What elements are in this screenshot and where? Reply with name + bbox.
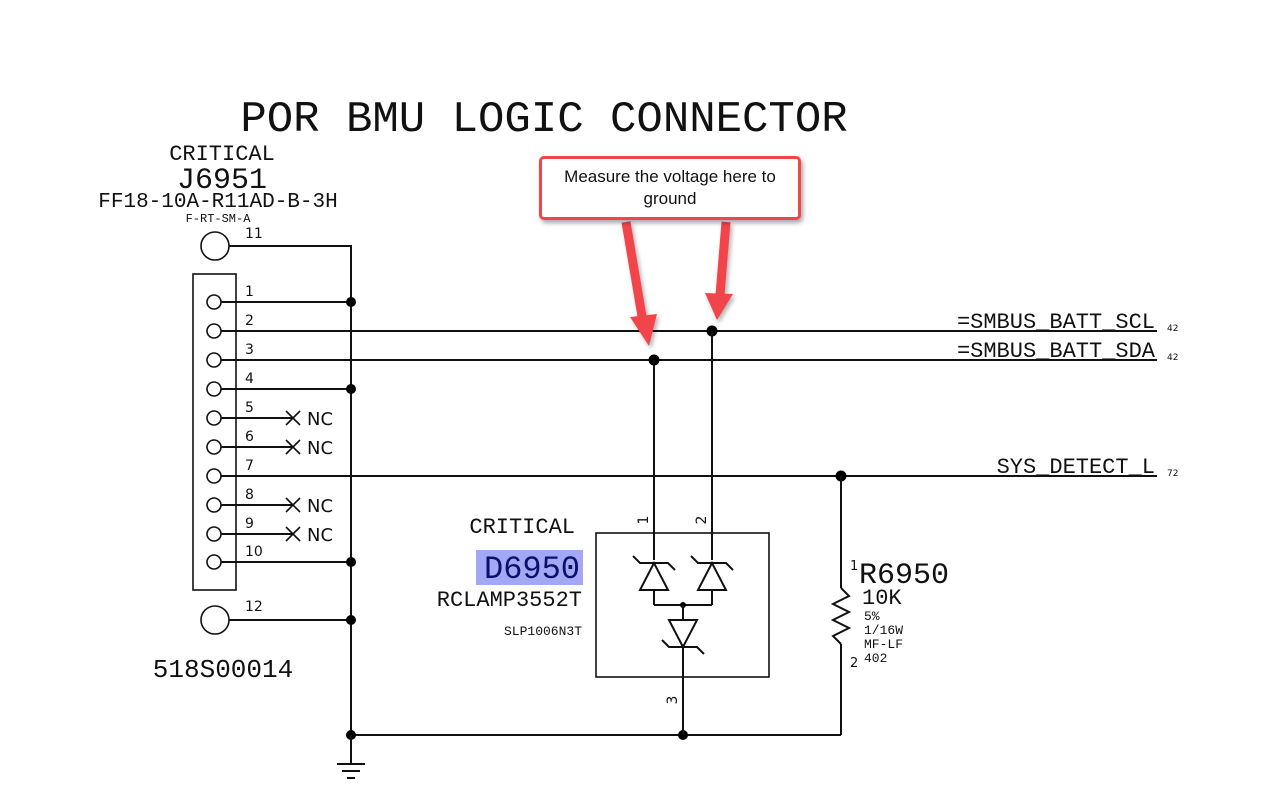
- net-label-smbus-batt-sda: =SMBUS_BATT_SDA: [957, 339, 1156, 364]
- nc-label: NC: [307, 496, 333, 517]
- shield-pin-11-number: 11: [245, 226, 263, 242]
- pin-number: 4: [245, 371, 254, 387]
- tvs-diode-2-icon: [690, 555, 734, 605]
- diode-critical-label: CRITICAL: [469, 515, 575, 540]
- callout-arrow-scl-icon: [705, 221, 733, 320]
- pin-number: 10: [245, 544, 263, 560]
- pin-number: 9: [245, 516, 254, 532]
- diode-part-number: RCLAMP3552T: [437, 588, 582, 613]
- resistor-pin-1: 1: [850, 559, 858, 574]
- diode-package: SLP1006N3T: [504, 624, 582, 639]
- shield-pin-12-pad: [200, 605, 230, 635]
- pin-pad: [206, 352, 222, 368]
- diode-pin-3-number: 3: [665, 696, 681, 705]
- resistor-power: 1/16W: [864, 623, 903, 638]
- net-page-ref-sda: 42: [1167, 353, 1178, 363]
- junction-dot: [346, 557, 356, 567]
- pin-pad: [206, 554, 222, 570]
- no-connect-x-icon: [285, 497, 301, 513]
- no-connect-x-icon: [285, 439, 301, 455]
- pin-number: 1: [245, 284, 254, 300]
- ground-symbol-icon: [337, 763, 365, 779]
- resistor-zigzag-icon: [830, 587, 852, 645]
- resistor-type: MF-LF: [864, 637, 903, 652]
- measurement-callout: Measure the voltage here to ground: [539, 156, 801, 220]
- pin-pad: [206, 468, 222, 484]
- pin-number: 5: [245, 400, 254, 416]
- net-label-sys-detect-l: SYS_DETECT_L: [997, 455, 1155, 480]
- pin-pad: [206, 497, 222, 513]
- net-page-ref-scl: 42: [1167, 324, 1178, 334]
- connector-footprint: F-RT-SM-A: [186, 212, 252, 226]
- pin-number: 3: [245, 342, 254, 358]
- nc-label: NC: [307, 409, 333, 430]
- schematic-title: POR BMU LOGIC CONNECTOR: [240, 95, 847, 145]
- pin-number: 7: [245, 458, 254, 474]
- pin-pad: [206, 294, 222, 310]
- pin-pad: [206, 526, 222, 542]
- tvs-diode-1-icon: [632, 555, 676, 605]
- resistor-tolerance: 5%: [864, 609, 880, 624]
- connector-refdes: J6951: [177, 164, 267, 198]
- pin-pad: [206, 381, 222, 397]
- resistor-refdes: R6950: [859, 559, 949, 593]
- net-page-ref-sys-detect: 72: [1167, 469, 1178, 479]
- pin-pad: [206, 439, 222, 455]
- pin-pad: [206, 410, 222, 426]
- no-connect-x-icon: [285, 526, 301, 542]
- pin-number: 8: [245, 487, 254, 503]
- resistor-size: 402: [864, 651, 887, 666]
- shield-pin-11-pad: [200, 231, 230, 261]
- net-label-smbus-batt-scl: =SMBUS_BATT_SCL: [957, 310, 1155, 335]
- ground-bus-wire: [229, 245, 352, 735]
- no-connect-x-icon: [285, 410, 301, 426]
- resistor-pin-2: 2: [850, 656, 858, 671]
- shield-pin-12-number: 12: [245, 599, 263, 615]
- diode-refdes-highlight: [476, 550, 583, 585]
- connector-critical-label: CRITICAL: [169, 142, 275, 167]
- diode-refdes: D6950: [484, 551, 580, 588]
- connector-body: [192, 273, 237, 591]
- diode-pin-2-number: 2: [694, 516, 710, 525]
- pin-number: 6: [245, 429, 254, 445]
- resistor-value: 10K: [862, 586, 902, 611]
- connector-apn: 518S00014: [153, 655, 293, 685]
- junction-dot: [346, 297, 356, 307]
- callout-arrow-sda-icon: [621, 221, 657, 346]
- tvs-diode-3-icon: [661, 605, 705, 655]
- connector-pins: 1 2 3 4 5 NC 6 NC 7 8 NC: [206, 284, 1157, 570]
- pin-number: 2: [245, 313, 254, 329]
- pin-pad: [206, 323, 222, 339]
- nc-label: NC: [307, 438, 333, 459]
- connector-part-number: FF18-10A-R11AD-B-3H: [98, 191, 337, 214]
- nc-label: NC: [307, 525, 333, 546]
- junction-dot: [346, 615, 356, 625]
- junction-dot: [346, 384, 356, 394]
- callout-text: Measure the voltage here to ground: [564, 167, 776, 208]
- diode-pin-1-number: 1: [636, 516, 652, 525]
